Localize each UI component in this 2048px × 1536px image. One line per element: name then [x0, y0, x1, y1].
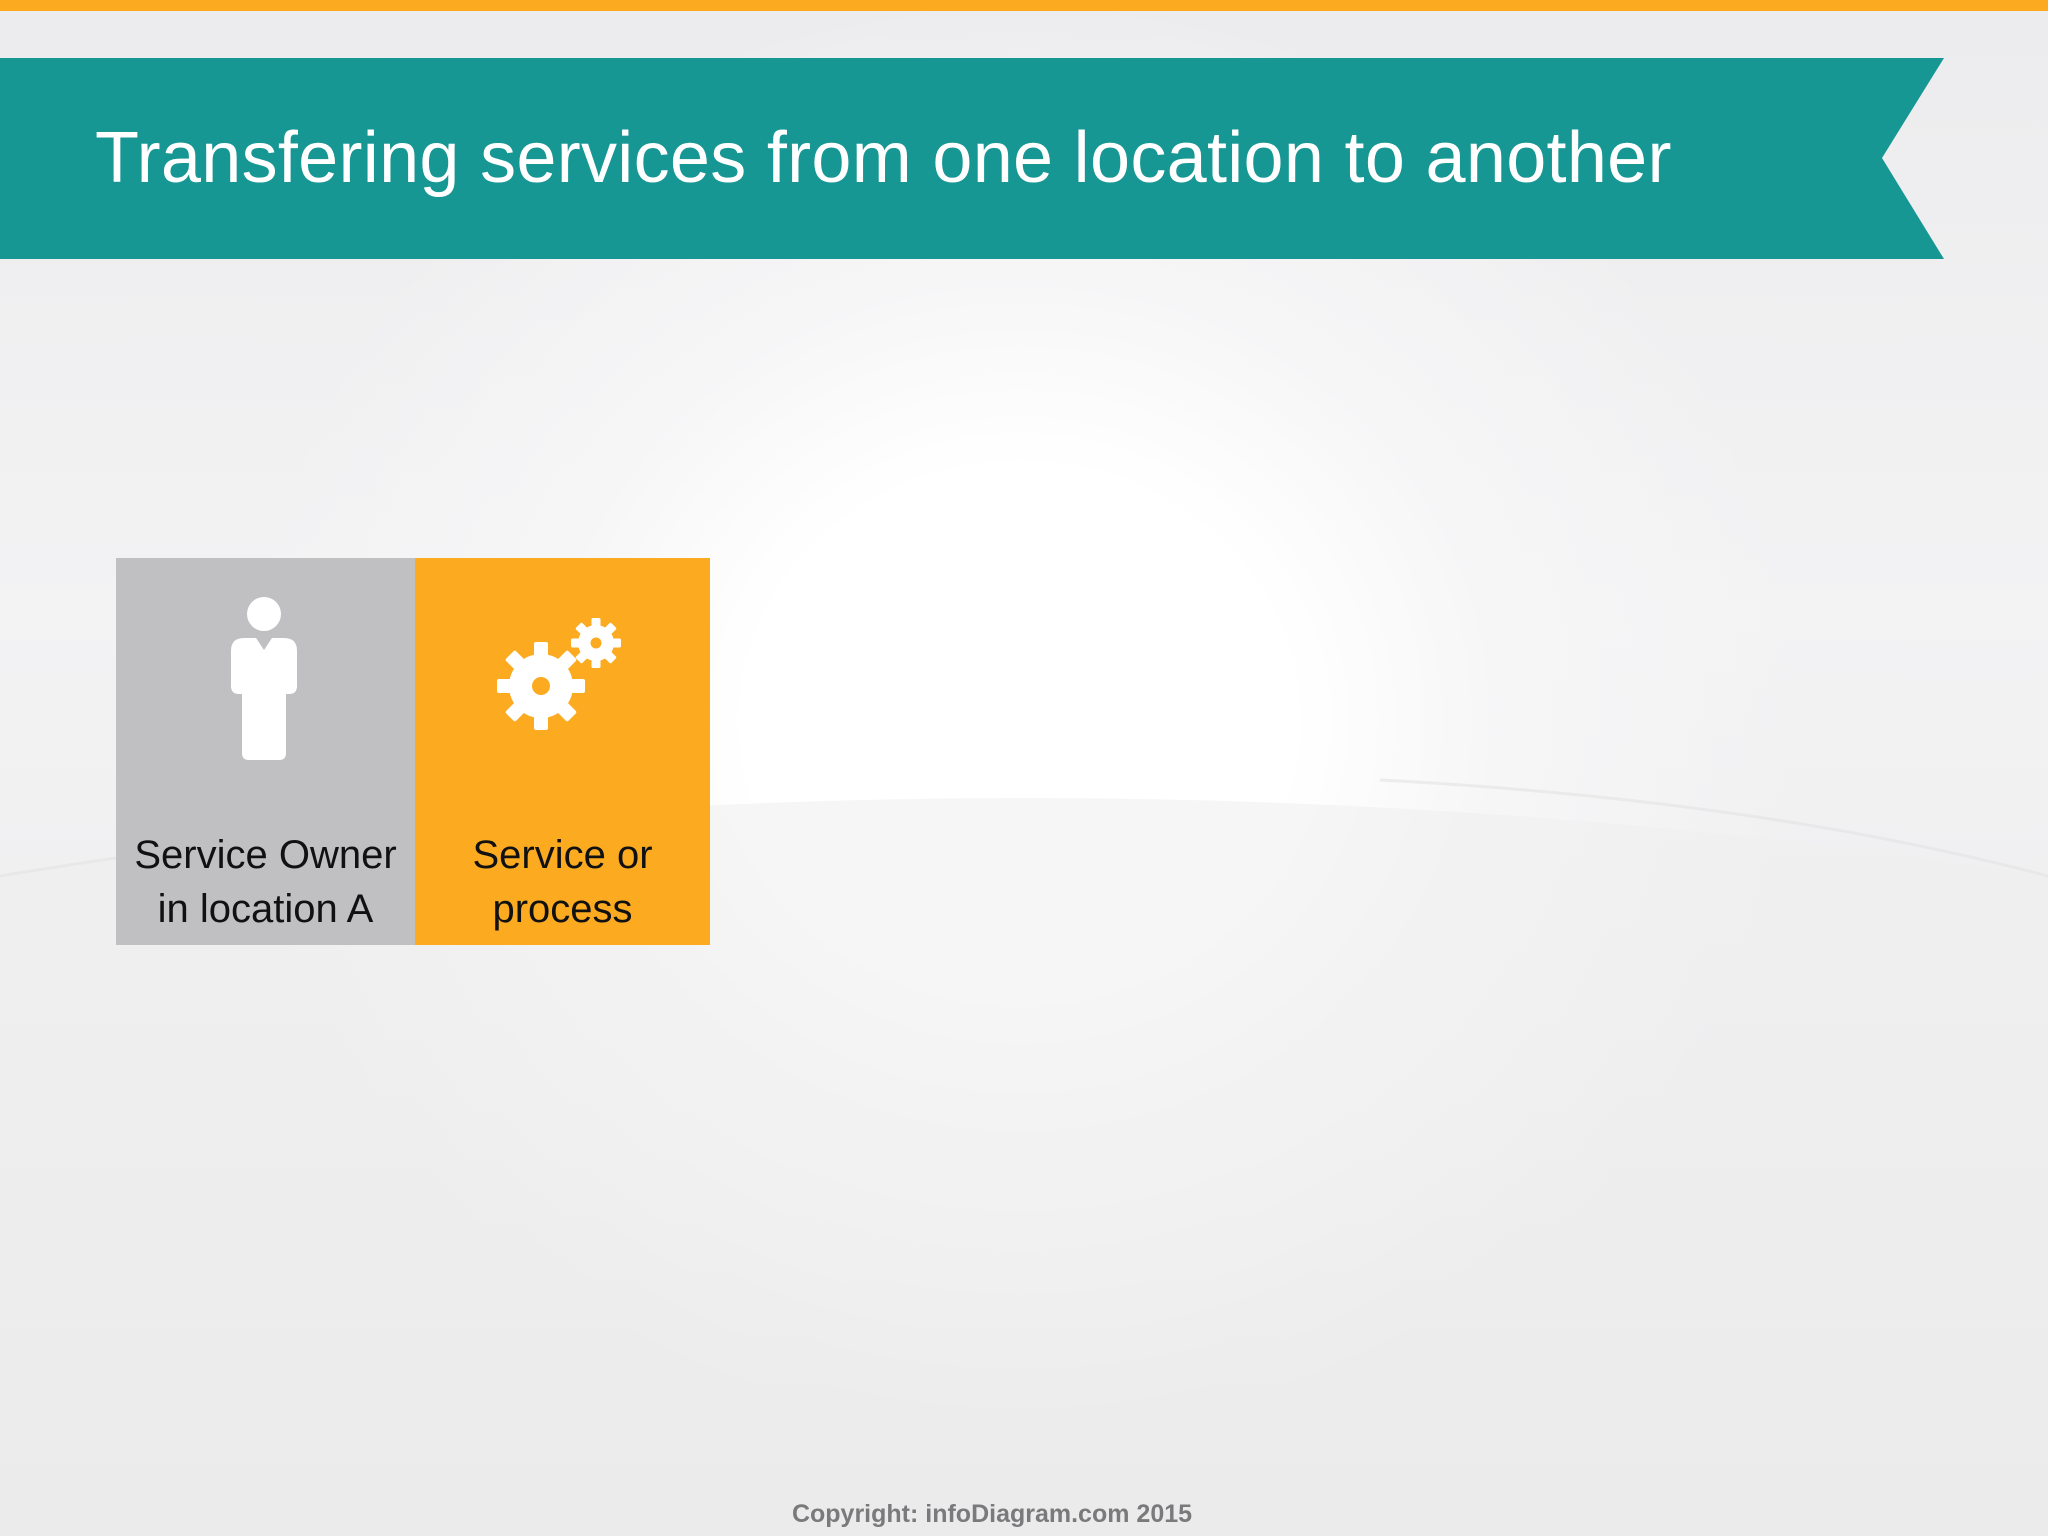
service-process-label-line2: process — [492, 887, 633, 931]
service-owner-label: Service Owner in location A — [116, 828, 415, 936]
gears-icon — [497, 618, 621, 730]
service-process-tile: Service or process — [415, 558, 710, 945]
top-accent-bar — [0, 0, 2048, 11]
service-process-label-line1: Service or — [472, 833, 653, 877]
banner-ribbon-shape — [0, 58, 1944, 259]
service-owner-tile: Service Owner in location A — [116, 558, 415, 945]
copyright-notice: Copyright: infoDiagram.com 2015 — [791, 1500, 1193, 1528]
slide-title: Transfering services from one location t… — [95, 118, 1672, 198]
service-owner-label-line1: Service Owner — [134, 833, 397, 877]
person-icon — [231, 597, 297, 760]
service-owner-label-line2: in location A — [157, 887, 374, 931]
service-process-label: Service or process — [415, 828, 710, 936]
title-banner — [0, 58, 1944, 259]
